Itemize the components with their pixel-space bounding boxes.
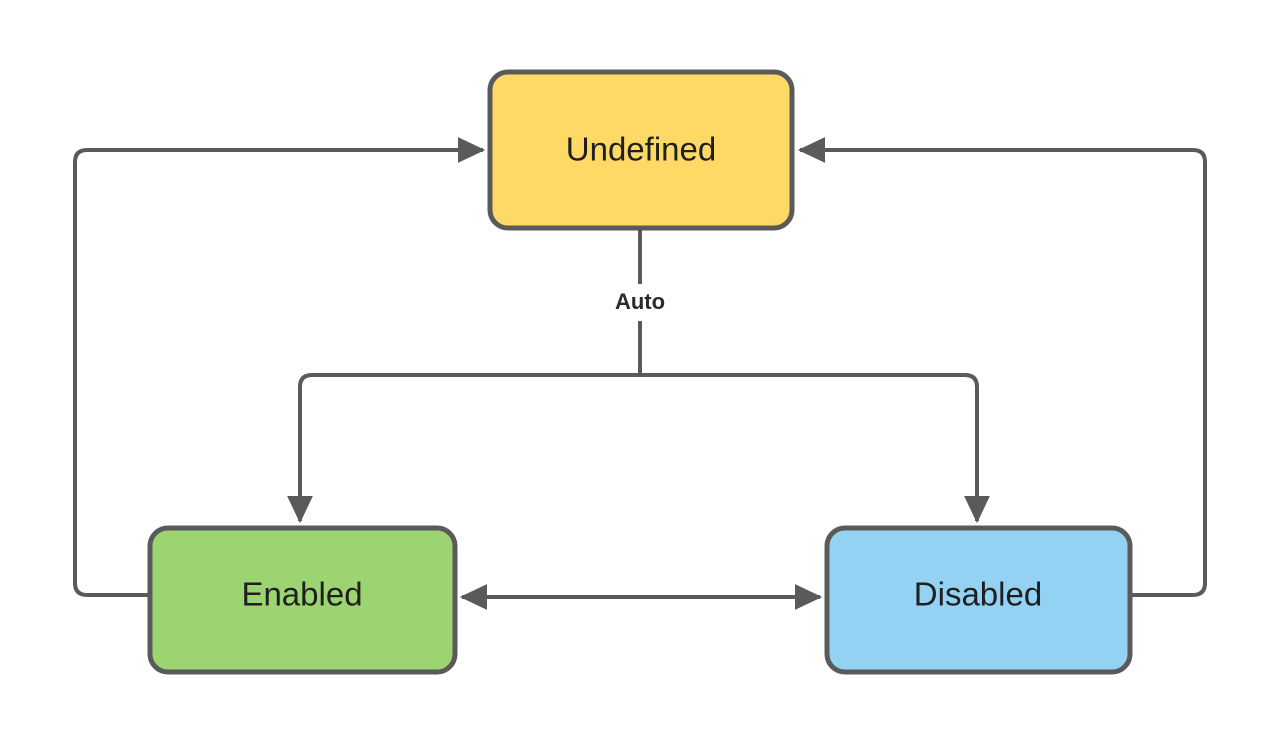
- edge-label-auto-group: Auto: [596, 284, 684, 321]
- edge-disabled-to-undefined[interactable]: [797, 137, 1207, 597]
- edge-undefined-to-disabled[interactable]: [640, 373, 990, 524]
- node-disabled[interactable]: Disabled: [824, 525, 1133, 675]
- edge-undefined-to-enabled[interactable]: [287, 373, 640, 524]
- node-disabled-shape[interactable]: [824, 525, 1133, 675]
- edge-label-auto-background: [596, 284, 684, 321]
- node-undefined[interactable]: Undefined: [487, 69, 795, 231]
- edge-group: [73, 137, 1207, 610]
- node-enabled-shape[interactable]: [147, 525, 458, 675]
- edge-enabled-to-undefined[interactable]: [73, 137, 486, 597]
- node-undefined-shape[interactable]: [487, 69, 795, 231]
- node-enabled[interactable]: Enabled: [147, 525, 458, 675]
